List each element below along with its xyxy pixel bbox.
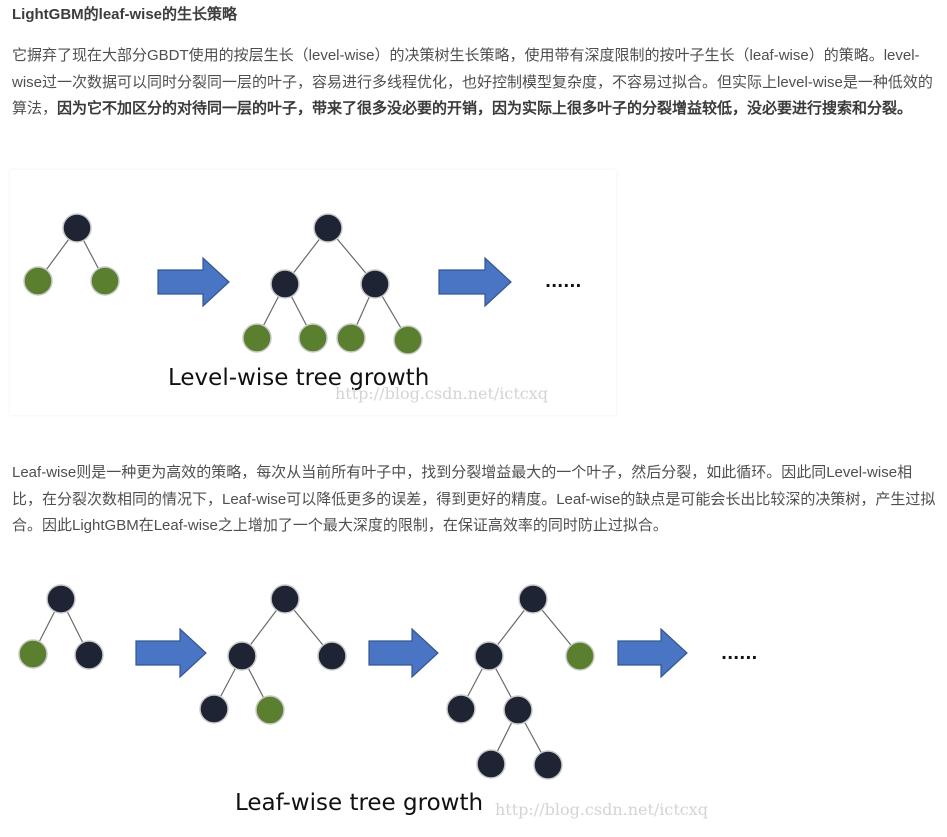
continuation-ellipsis: ...... — [545, 272, 581, 291]
tree-node — [446, 694, 476, 724]
tree-leaf — [23, 266, 53, 296]
arrow-right-icon — [135, 627, 207, 679]
tree-node — [533, 750, 563, 780]
tree-node — [74, 640, 104, 670]
tree-leaf — [336, 323, 366, 353]
leaf-wise-figure: ...... Leaf-wise tree growth http://blog… — [8, 570, 788, 832]
tree-leaf — [90, 266, 120, 296]
figure-caption: Level-wise tree growth — [168, 365, 429, 391]
tree-leaf — [18, 639, 48, 669]
tree-node — [227, 641, 257, 671]
tree-node — [46, 584, 76, 614]
leaf-wise-diagram: ...... Leaf-wise tree growth http://blog… — [18, 584, 757, 819]
tree-node — [474, 641, 504, 671]
tree-leaf — [565, 641, 595, 671]
leaf-wise-edges — [32, 598, 581, 766]
arrow-right-icon — [157, 256, 230, 308]
arrow-right-icon — [617, 627, 688, 679]
tree-leaf — [255, 695, 285, 725]
tree-node — [518, 584, 548, 614]
tree-leaf — [393, 325, 423, 355]
intro-bold-text: 因为它不加区分的对待同一层的叶子，带来了很多没必要的开销，因为实际上很多叶子的分… — [57, 100, 913, 117]
tree-node — [503, 695, 533, 725]
tree-node — [270, 269, 300, 299]
figure-caption: Leaf-wise tree growth — [235, 790, 483, 816]
arrow-right-icon — [368, 627, 439, 679]
level-wise-diagram: ...... Level-wise tree growth http://blo… — [23, 213, 581, 403]
arrow-right-icon — [438, 256, 512, 308]
continuation-ellipsis: ...... — [721, 644, 757, 663]
watermark-text: http://blog.csdn.net/ictcxq — [495, 800, 708, 819]
tree-node — [270, 584, 300, 614]
tree-leaf — [242, 323, 272, 353]
tree-node — [360, 269, 390, 299]
article-heading: LightGBM的leaf-wise的生长策略 — [12, 6, 238, 23]
level-wise-figure: ...... Level-wise tree growth http://blo… — [10, 170, 616, 415]
tree-leaf — [298, 323, 328, 353]
watermark-text: http://blog.csdn.net/ictcxq — [335, 384, 548, 403]
tree-node — [313, 213, 343, 243]
intro-normal-text: 它摒弃了现在大部分GBDT使用的按层生长（level-wise）的决策树生长策略… — [12, 47, 933, 117]
leaf-wise-paragraph: Leaf-wise则是一种更为高效的策略，每次从当前所有叶子中，找到分裂增益最大… — [12, 464, 936, 534]
tree-node — [476, 749, 506, 779]
tree-node — [317, 641, 347, 671]
tree-node — [62, 213, 92, 243]
tree-node — [199, 694, 229, 724]
intro-paragraph: 它摒弃了现在大部分GBDT使用的按层生长（level-wise）的决策树生长策略… — [12, 43, 940, 123]
